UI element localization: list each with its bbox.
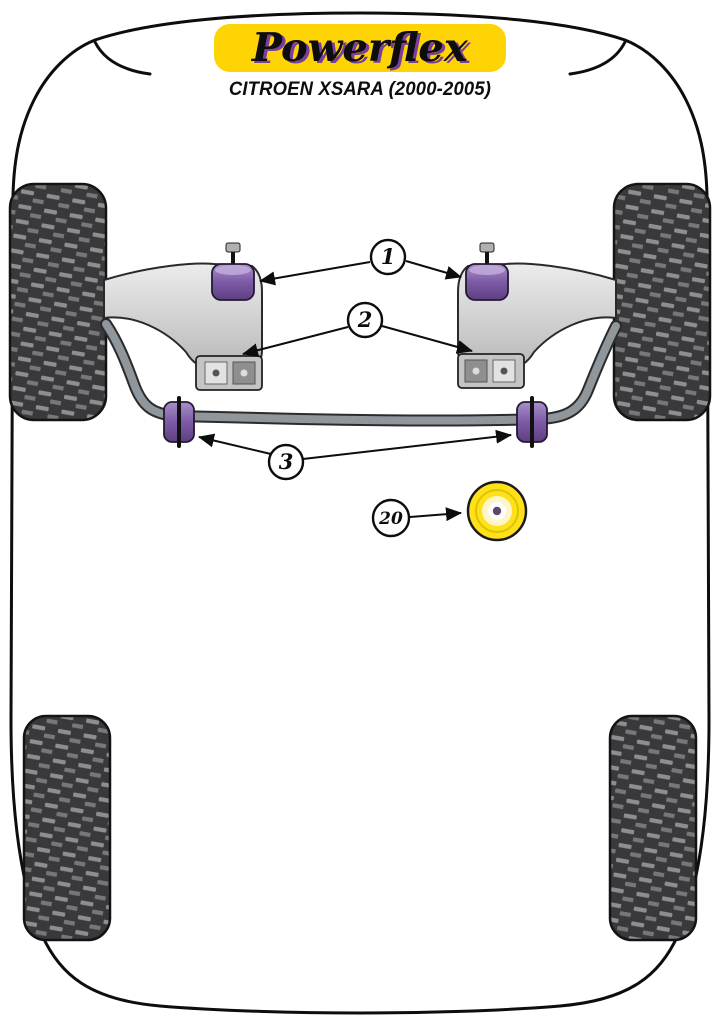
callout-20-label: 20 xyxy=(378,509,403,529)
arrow-callout20 xyxy=(409,507,462,522)
arrow-callout3-left xyxy=(198,433,272,455)
windshield-corner-left xyxy=(93,40,152,76)
arb-bushing-left xyxy=(163,396,195,448)
arb-bushing-right xyxy=(516,396,548,448)
callout-3: 3 xyxy=(267,443,305,481)
arm-bushing-right xyxy=(465,242,509,301)
model-title: CITROEN XSARA (2000-2005) xyxy=(228,79,492,100)
anti-roll-bar xyxy=(102,320,620,425)
callout-1: 1 xyxy=(369,238,407,276)
arm-bracket-left xyxy=(195,355,263,391)
powerflex-logo: Powerflex xyxy=(214,24,506,72)
callout-2-label: 2 xyxy=(357,307,373,332)
tire-front-left xyxy=(8,182,108,422)
tire-rear-right xyxy=(608,714,698,942)
callout-2: 2 xyxy=(346,301,384,339)
tire-rear-left xyxy=(22,714,112,942)
arrow-callout1-right xyxy=(405,260,462,280)
callout-3-label: 3 xyxy=(279,449,294,474)
powerflex-logo-text: Powerflex xyxy=(252,24,468,71)
mount-bushing-20 xyxy=(466,480,528,542)
callout-20: 20 xyxy=(371,498,411,538)
tire-front-right xyxy=(612,182,712,422)
arrow-callout2-right xyxy=(381,325,473,354)
car-body-outline xyxy=(9,11,711,1015)
arrow-callout1-left xyxy=(259,261,371,286)
callout-1-label: 1 xyxy=(381,244,396,269)
arm-bushing-left xyxy=(211,242,255,301)
windshield-corner-right xyxy=(568,40,627,76)
arm-bracket-right xyxy=(457,353,525,389)
arrow-callout3-right xyxy=(302,429,512,460)
arrow-callout2-left xyxy=(242,326,349,358)
